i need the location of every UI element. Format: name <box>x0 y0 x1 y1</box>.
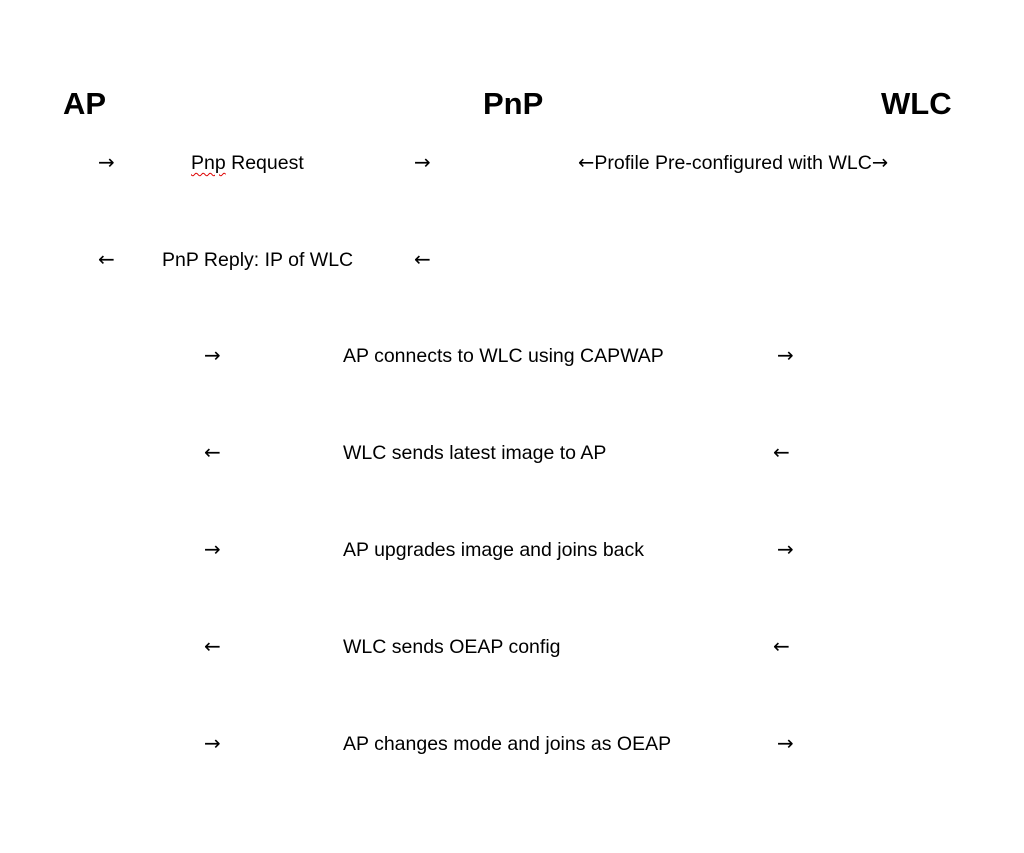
arrow-right-icon: → <box>777 343 794 367</box>
arrow-right-icon: → <box>204 343 221 367</box>
arrow-right-icon: → <box>204 731 221 755</box>
arrow-left-icon: ← <box>98 247 115 271</box>
step-label: WLC sends latest image to AP <box>343 442 607 464</box>
arrow-right-icon: → <box>414 150 431 174</box>
pnp-reply-label: PnP Reply: IP of WLC <box>162 249 354 271</box>
step-label: AP upgrades image and joins back <box>343 539 645 561</box>
profile-text: Profile Pre-configured with WLC <box>594 152 872 174</box>
header-wlc: WLC <box>881 86 952 121</box>
arrow-left-icon: ← <box>773 634 790 658</box>
arrow-left-icon: ← <box>578 151 595 174</box>
arrow-right-icon: → <box>871 151 889 174</box>
arrow-left-icon: ← <box>773 440 790 464</box>
step-label: AP connects to WLC using CAPWAP <box>343 345 664 367</box>
header-pnp: PnP <box>483 86 544 121</box>
arrow-right-icon: → <box>204 537 221 561</box>
step-label: AP changes mode and joins as OEAP <box>343 733 672 755</box>
arrow-right-icon: → <box>777 537 794 561</box>
arrow-left-icon: ← <box>414 247 431 271</box>
profile-label: ←Profile Pre-configured with WLC→ <box>578 151 888 175</box>
step-label: WLC sends OEAP config <box>343 636 561 658</box>
arrow-right-icon: → <box>777 731 794 755</box>
header-ap: AP <box>63 86 107 121</box>
label-rest: Request <box>225 152 304 174</box>
arrow-right-icon: → <box>98 150 115 174</box>
arrow-left-icon: ← <box>204 634 221 658</box>
misspelled-word: Pnp <box>191 152 226 174</box>
arrow-left-icon: ← <box>204 440 221 464</box>
pnp-request-label: Pnp Request <box>191 151 304 175</box>
